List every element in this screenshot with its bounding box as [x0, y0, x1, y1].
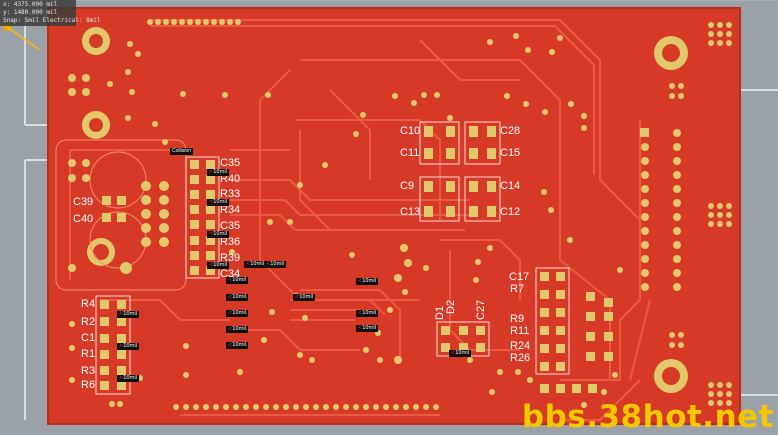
clearance-marker[interactable]: <10mil [264, 261, 287, 268]
clearance-marker[interactable]: <10mil [207, 231, 230, 238]
clearance-value: 10mil [362, 278, 377, 284]
clearance-value: 10mil [213, 169, 228, 175]
clearance-value: 10mil [213, 262, 228, 268]
refdes-c17: C17 [509, 271, 530, 283]
watermark: bbs.38hot.net [521, 399, 774, 435]
clearance-marker[interactable]: <10mil [226, 310, 249, 317]
clearance-value: 10mil [232, 326, 247, 332]
refdes-c1: C1 [81, 332, 96, 344]
clearance-value: 10mil [232, 277, 247, 283]
refdes-r3: R3 [81, 365, 96, 377]
refdes-r33: R33 [220, 188, 241, 200]
refdes-d1: D1 [434, 305, 446, 320]
refdes-r26: R26 [510, 352, 531, 364]
clearance-marker[interactable]: <10mil [356, 310, 379, 317]
clearance-marker[interactable]: <10mil [117, 311, 140, 318]
header-top-pins [147, 19, 241, 25]
clearance-value: 10mil [213, 231, 228, 237]
refdes-r9: R9 [510, 313, 525, 325]
clearance-value: 10mil [213, 199, 228, 205]
clearance-marker[interactable]: <10mil [207, 262, 230, 269]
refdes-c12: C12 [500, 206, 521, 218]
clearance-marker[interactable]: <10mil [356, 325, 379, 332]
refdes-r36: R36 [220, 236, 241, 248]
refdes-r40: R40 [220, 173, 241, 185]
clearance-marker[interactable]: <10mil [293, 294, 316, 301]
refdes-r6: R6 [81, 379, 96, 391]
clearance-marker[interactable]: <10mil [356, 278, 379, 285]
refdes-c14: C14 [500, 180, 521, 192]
refdes-c9: C9 [400, 180, 415, 192]
refdes-c35b: C35 [220, 220, 241, 232]
refdes-r7: R7 [510, 283, 525, 295]
refdes-r34: R34 [220, 204, 241, 216]
refdes-r1: R1 [81, 348, 96, 360]
header-bottom-pins [173, 404, 439, 410]
clearance-marker[interactable]: <10mil [226, 277, 249, 284]
refdes-c39: C39 [73, 196, 94, 208]
mounting-holes [82, 27, 688, 393]
clearance-marker[interactable]: <10mil [207, 199, 230, 206]
clearance-marker[interactable]: <10mil [226, 326, 249, 333]
silk-outlines [95, 121, 570, 395]
clearance-marker[interactable]: <10mil [207, 169, 230, 176]
y-coordinate: y: 1480.000 mil [3, 9, 58, 16]
refdes-c11: C11 [400, 147, 420, 159]
clearance-value: 10mil [270, 261, 285, 267]
refdes-r4: R4 [81, 298, 96, 310]
clearance-value: 10mil [362, 310, 377, 316]
refdes-r24: R24 [510, 340, 531, 352]
clearance-value: 10mil [232, 294, 247, 300]
refdes-c15: C15 [500, 147, 521, 159]
coordinate-readout: x: 4375.000 mil y: 1480.000 mil Snap: 5m… [0, 0, 101, 26]
refdes-r11: R11 [510, 325, 530, 337]
refdes-c35: C35 [220, 157, 241, 169]
refdes-c28: C28 [500, 125, 521, 137]
refdes-c10: C10 [400, 125, 421, 137]
refdes-c27: C27 [475, 299, 487, 320]
clearance-value: 10mil [455, 350, 470, 356]
pad-clusters [669, 22, 732, 406]
clearance-marker[interactable]: <10mil [449, 350, 472, 357]
x-coordinate: x: 4375.000 mil [3, 1, 58, 8]
clearance-value: 10mil [362, 325, 377, 331]
collision-marker[interactable]: Collision [170, 148, 193, 155]
left-pins [68, 74, 169, 274]
refdes-d2: D2 [445, 299, 457, 314]
refdes-c40: C40 [73, 213, 94, 225]
vias [107, 33, 623, 408]
clearance-marker[interactable]: <10mil [117, 375, 140, 382]
refdes-r2: R2 [81, 316, 96, 328]
clearance-marker[interactable]: <10mil [226, 294, 249, 301]
clearance-marker[interactable]: <10mil [244, 261, 267, 268]
refdes-c34: C34 [220, 268, 241, 280]
smd-pads [69, 126, 613, 407]
clearance-value: 10mil [299, 294, 314, 300]
clearance-value: 10mil [123, 343, 138, 349]
clearance-marker[interactable]: <10mil [226, 342, 249, 349]
clearance-value: 10mil [123, 311, 138, 317]
clearance-value: 10mil [123, 375, 138, 381]
clearance-value: 10mil [232, 342, 247, 348]
snap-readout: Snap: 5mil Electrical: 8mil [3, 17, 101, 24]
header-right-pins [640, 128, 681, 291]
clearance-value: 10mil [250, 261, 265, 267]
clearance-value: 10mil [232, 310, 247, 316]
refdes-r39: R39 [220, 252, 241, 264]
clearance-marker[interactable]: <10mil [117, 343, 140, 350]
refdes-c13: C13 [400, 206, 421, 218]
